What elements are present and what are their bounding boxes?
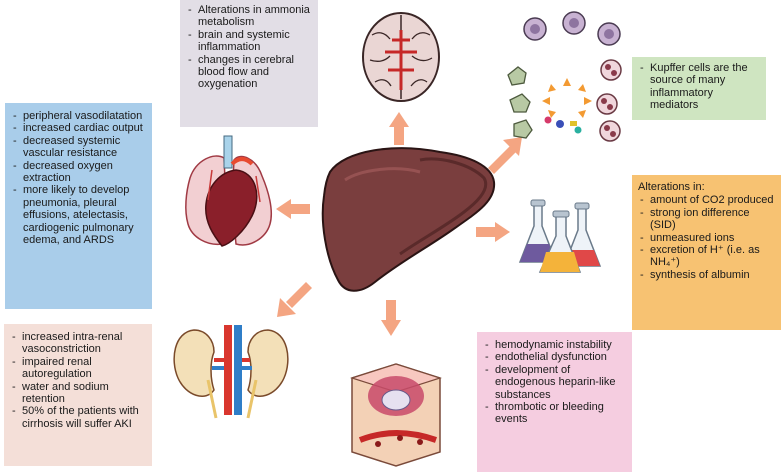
acid-item-5: synthesis of albumin (638, 269, 775, 282)
coagulation-effects-box: hemodynamic instability endothelial dysf… (477, 332, 632, 472)
renal-effects-box: increased intra-renal vasoconstriction i… (4, 324, 152, 466)
liver-icon (321, 147, 496, 292)
heart-item-2: increased cardiac output (11, 122, 146, 135)
brain-item-2: brain and systemic inflammation (186, 29, 312, 54)
brain-effects-box: Alterations in ammonia metabolism brain … (180, 0, 318, 127)
acid-item-1: amount of CO2 produced (638, 194, 775, 207)
acid-item-4: excretion of H⁺ (i.e. as NH₄⁺) (638, 244, 775, 269)
heart-item-5: more likely to develop pneumonia, pleura… (11, 184, 146, 246)
kidneys-icon (173, 325, 289, 419)
acid-item-2: strong ion difference (SID) (638, 207, 775, 232)
flasks-icon (518, 199, 602, 273)
coag-item-2: endothelial dysfunction (483, 351, 626, 364)
coag-item-4: thrombotic or bleeding events (483, 401, 626, 426)
kidney-item-1: increased intra-renal vasoconstriction (10, 331, 146, 356)
kidney-item-2: impaired renal autoregulation (10, 356, 146, 381)
arrow-right-flasks (476, 222, 510, 242)
arrow-left-heart (276, 199, 310, 219)
coag-item-3: development of endogenous heparin-like s… (483, 364, 626, 401)
arrow-downleft-kidneys (277, 282, 312, 317)
coag-item-1: hemodynamic instability (483, 339, 626, 352)
brain-item-1: Alterations in ammonia metabolism (186, 4, 312, 29)
kupffer-cells-icon (507, 11, 622, 142)
arrow-up-brain (389, 112, 409, 145)
heart-item-4: decreased oxygen extraction (11, 160, 146, 185)
brain-item-3: changes in cerebral blood flow and oxyge… (186, 54, 312, 91)
kidney-item-4: 50% of the patients with cirrhosis will … (10, 405, 146, 430)
acid-base-title: Alterations in: (638, 181, 705, 193)
kidney-item-3: water and sodium retention (10, 381, 146, 406)
kupffer-effects-box: Kupffer cells are the source of many inf… (632, 57, 766, 120)
acid-base-effects-box: Alterations in: amount of CO2 produced s… (632, 175, 781, 330)
skin-vessel-icon (350, 363, 442, 467)
heart-lungs-icon (185, 135, 273, 247)
heart-item-3: decreased systemic vascular resistance (11, 135, 146, 160)
arrow-upright-kupffer (488, 137, 522, 174)
arrow-down-skin (381, 300, 401, 336)
kupffer-item-1: Kupffer cells are the source of many inf… (638, 62, 760, 112)
cardiopulmonary-effects-box: peripheral vasodilatation increased card… (5, 103, 152, 309)
brain-icon (362, 12, 440, 102)
acid-item-3: unmeasured ions (638, 232, 775, 245)
heart-item-1: peripheral vasodilatation (11, 110, 146, 123)
